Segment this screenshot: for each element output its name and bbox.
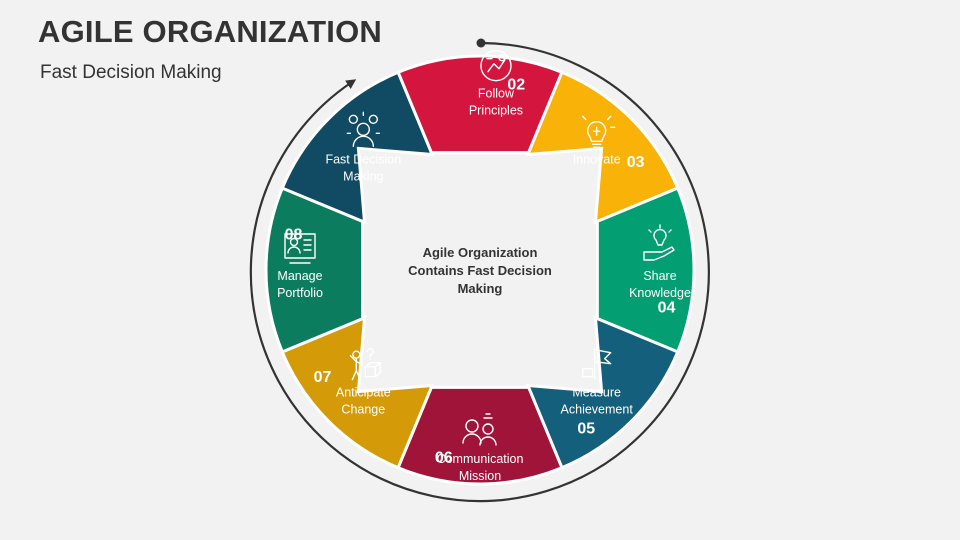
person-box-icon [349,348,382,381]
segment-shape-08 [280,70,435,225]
team-gear-icon [346,111,381,148]
segment-label-03-line-1: Share [643,269,676,283]
segment-label-02-line-1: Innovate [573,152,621,166]
segment-number-04: 04 [658,299,676,316]
flag-icon [581,347,612,380]
cycle-arrow [249,41,710,503]
center-line-2: Contains Fast Decision [408,263,552,278]
segment-number-07: 07 [314,369,332,386]
segment-label-04-line-2: Achievement [561,403,634,417]
segment-label-01-line-2: Principles [469,104,523,118]
segment-number-08: 08 [285,227,303,244]
segment-number-03: 03 [627,154,645,171]
segment-label-06-line-1: Anticipate [336,386,391,400]
cycle-arrow-start-dot [476,38,486,48]
segment-label-07-line-2: Portfolio [277,286,323,300]
center-caption: Agile Organization Contains Fast Decisio… [408,245,552,296]
segment-label-04-line-1: Measure [572,386,621,400]
lightbulb-icon [581,115,616,149]
segment-label-06-line-2: Change [341,403,385,417]
page-subtitle: Fast Decision Making [40,62,222,83]
page-title: AGILE ORGANIZATION [38,14,383,49]
hand-idea-icon [643,224,675,261]
segment-02: Innovate 02 [507,70,680,225]
segment-number-06: 06 [435,450,453,467]
segment-label-08-line-2: Making [343,169,383,183]
center-line-3: Making [458,281,503,296]
portfolio-icon [284,233,316,264]
center-line-1: Agile Organization [423,245,538,260]
segment-label-08-line-1: Fast Decision [325,152,401,166]
segment-number-02: 02 [507,76,525,93]
segment-number-05: 05 [577,421,595,438]
segment-label-03-line-2: Knowledge [629,286,691,300]
segment-label-05-line-1: Communication [437,452,524,466]
principles-icon [480,49,512,82]
segment-label-05-line-2: Mission [459,469,501,483]
communication-icon [462,413,497,446]
segments-layer: FollowPrinciples01Innovate02ShareKnowled… [264,49,696,486]
segment-label-07-line-1: Manage [277,269,322,283]
segment-label-01-line-1: Follow [478,87,515,101]
